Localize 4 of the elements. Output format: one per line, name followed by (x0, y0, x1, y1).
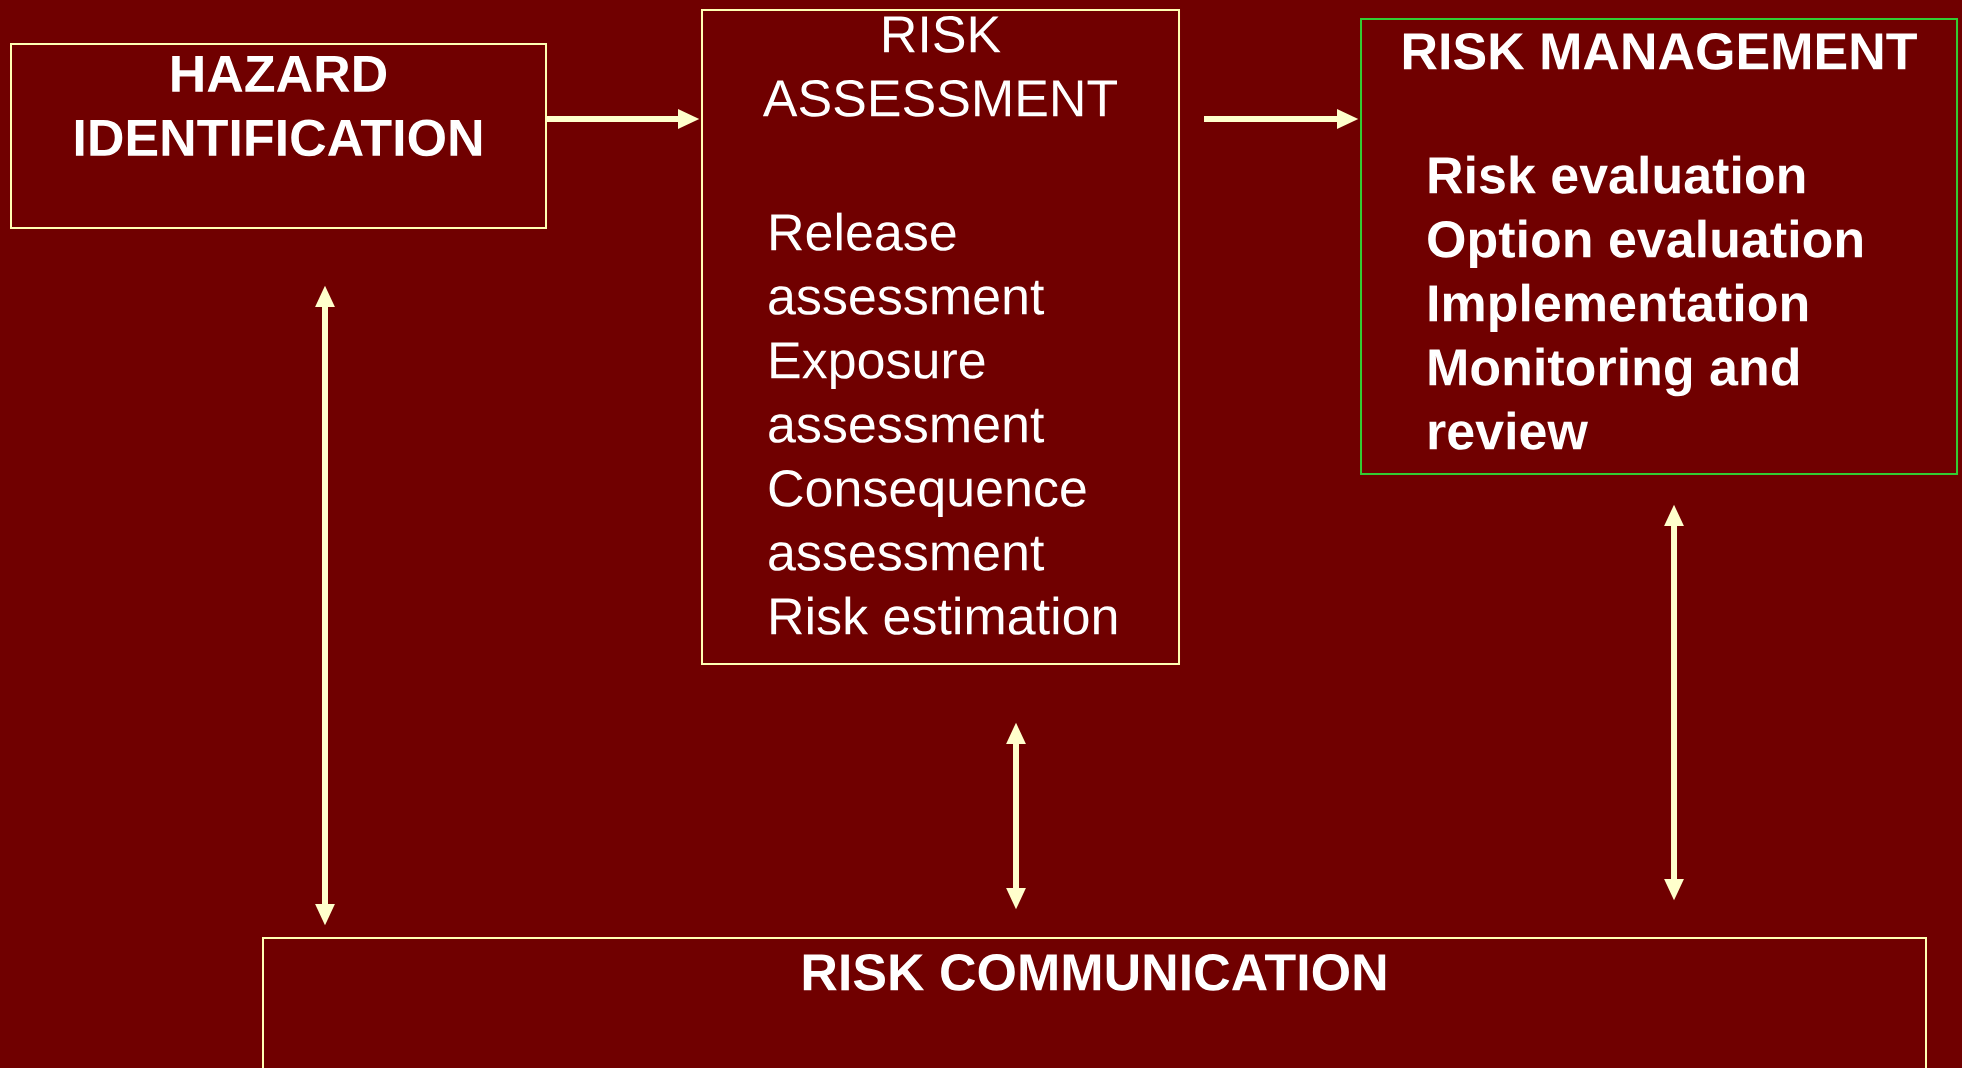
process-box: RISK COMMUNICATION (262, 937, 1927, 1068)
process-box: RISK MANAGEMENT Risk evaluation Option evaluation Implementation Monitoring and review (1360, 18, 1959, 475)
process-box: RISK ASSESSMENT Release assessment Exposure assessment Consequence assessment Risk estimation (701, 9, 1180, 665)
process-box: HAZARD IDENTIFICATION (10, 43, 547, 229)
